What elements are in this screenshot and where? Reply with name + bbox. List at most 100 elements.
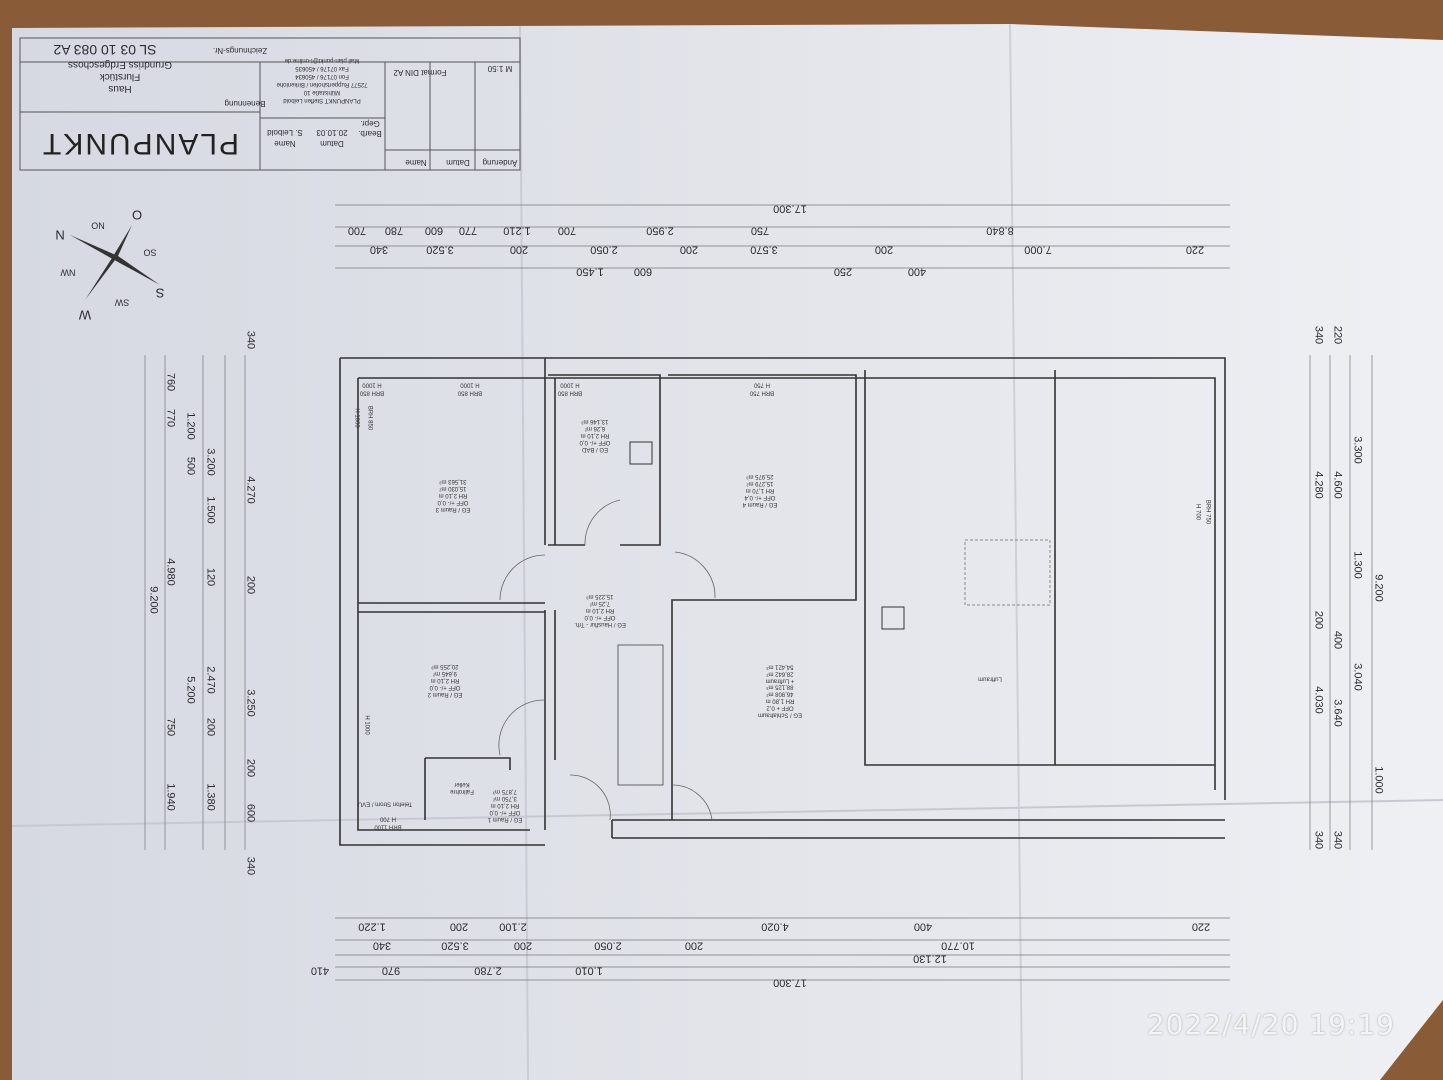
dimension-label: 3.040 bbox=[1351, 663, 1364, 691]
window-label: BRH 850 bbox=[359, 389, 385, 396]
dimension-label: 1.940 bbox=[164, 783, 177, 811]
chimney bbox=[881, 606, 905, 630]
compass-s: S bbox=[155, 285, 165, 301]
room-label-line: RH 2,10 m bbox=[438, 492, 468, 499]
room-label-line: 20,255 m³ bbox=[431, 663, 459, 670]
compass-rose bbox=[70, 225, 160, 300]
room-label-line: OFF +/- 0,4 bbox=[744, 494, 776, 501]
room-label-line: 31,563 m³ bbox=[439, 478, 467, 485]
dimension-label: 1.380 bbox=[204, 783, 217, 811]
dimension-label: 600 bbox=[244, 803, 257, 823]
dimension-label: 1.220 bbox=[358, 920, 386, 933]
dimension-label: 2.050 bbox=[594, 939, 622, 952]
dimension-label: 2.100 bbox=[499, 920, 527, 933]
dimension-label: 700 bbox=[347, 224, 367, 237]
room-label: Luftraum bbox=[978, 675, 1002, 682]
dimension-label: 200 bbox=[874, 243, 894, 256]
dimension-label: 780 bbox=[384, 224, 404, 237]
office-line: Fon 07176 / 450634 bbox=[295, 73, 349, 79]
window-label: BRH 750 bbox=[1204, 499, 1211, 525]
paper bbox=[12, 24, 1443, 1080]
dimension-label: 9.200 bbox=[1372, 574, 1385, 602]
scale: M 1:50 bbox=[487, 64, 513, 73]
dimension-label: 760 bbox=[164, 372, 177, 392]
fold-line bbox=[519, 25, 529, 1080]
dimension-label: 1.500 bbox=[204, 496, 217, 524]
dimension-label: 4.270 bbox=[244, 476, 257, 504]
room-label-line: OFF +/- 0,0 bbox=[437, 499, 469, 506]
room-label-line: RH 2,10 m bbox=[580, 432, 610, 439]
dimension-label: 9.200 bbox=[147, 586, 160, 614]
room-label-line: 7,25 m² bbox=[589, 600, 611, 607]
compass-o: O bbox=[131, 207, 143, 223]
dimension-label: 1.000 bbox=[1372, 766, 1385, 794]
dimension-label: 600 bbox=[424, 224, 444, 237]
revision-header: Änderung bbox=[482, 158, 518, 167]
dimension-label: 220 bbox=[1185, 243, 1205, 256]
dimension-label: 3.300 bbox=[1351, 436, 1364, 464]
room-label-line: EG / Raum 4 bbox=[742, 501, 778, 508]
dimension-label: 340 bbox=[1312, 830, 1325, 850]
room-label-line: RH 2,10 m bbox=[430, 677, 460, 684]
room-label-line: 15,030 m² bbox=[439, 485, 467, 492]
room-label: Telefon Strom / EVU bbox=[358, 800, 412, 806]
dimension-label: 4.030 bbox=[1312, 686, 1325, 714]
revision-header: Name bbox=[405, 158, 427, 167]
designation-line: Flurstück bbox=[99, 71, 141, 82]
room-label-line: 15,225 m³ bbox=[586, 593, 614, 600]
window-label: H 1000 bbox=[363, 715, 370, 735]
dimension-label: 1.210 bbox=[503, 224, 531, 237]
office-line: PLANPUNKT Steffen Leibold bbox=[283, 97, 361, 103]
paper-format: Format DIN A2 bbox=[393, 68, 447, 77]
room-label-line: 9,645 m² bbox=[433, 670, 457, 677]
title-block bbox=[19, 37, 521, 171]
room-label-line: EG / Raum 2 bbox=[427, 691, 463, 698]
window-label: BRH 1100 bbox=[374, 823, 402, 830]
window-label: H 1000 bbox=[353, 408, 360, 428]
chimney bbox=[629, 441, 653, 465]
room-label-line: 46,908 m² bbox=[766, 690, 794, 697]
dimension-label: 340 bbox=[369, 243, 389, 256]
drawing-number-label: Zeichnungs-Nr. bbox=[212, 46, 268, 55]
window-label: BRH 850 bbox=[557, 389, 583, 396]
room-label-line: EG / Hausflur - Trh. bbox=[574, 621, 626, 628]
room-label-line: Luftraum bbox=[978, 675, 1002, 682]
office-line: Mühlstaße 10 bbox=[303, 89, 341, 95]
room-label-line: 54,421 m³ bbox=[766, 663, 794, 670]
dimension-label: 12.130 bbox=[913, 952, 947, 965]
dimension-label: 200 bbox=[204, 717, 217, 737]
dimension-label: 200 bbox=[513, 939, 533, 952]
dimension-label: 3.520 bbox=[441, 939, 469, 952]
dimension-label: 3.520 bbox=[426, 243, 454, 256]
room-label-line: RH 2,10 m bbox=[490, 802, 520, 809]
window-label: BRH 750 bbox=[749, 389, 775, 396]
window-label: H 1000 bbox=[560, 381, 580, 388]
window-label: BRH 850 bbox=[366, 405, 373, 431]
dimension-label: 400 bbox=[1331, 630, 1344, 650]
window-label: H 1000 bbox=[362, 381, 382, 388]
dimension-label: 400 bbox=[913, 920, 933, 933]
dimension-label: 750 bbox=[164, 717, 177, 737]
dimension-label: 400 bbox=[907, 265, 927, 278]
name-label: Name bbox=[274, 139, 296, 148]
room-label-line: 7,875 m³ bbox=[493, 788, 517, 795]
dimension-label: 3.640 bbox=[1331, 699, 1344, 727]
designation-label: Benennung bbox=[224, 99, 266, 108]
compass-n: N bbox=[55, 227, 65, 243]
dimension-label: 4.280 bbox=[1312, 471, 1325, 499]
dimension-label: 700 bbox=[557, 224, 577, 237]
room-label-line: OFF +/- 0,0 bbox=[489, 809, 521, 816]
dimension-label: 1.300 bbox=[1351, 551, 1364, 579]
room-label-line: + Luftraum bbox=[765, 677, 795, 684]
designation-line: Haus bbox=[108, 83, 132, 94]
compass-nw: NW bbox=[60, 267, 76, 278]
drawn-label: Bearb. bbox=[358, 129, 382, 138]
dimension-label: 3.570 bbox=[750, 243, 778, 256]
